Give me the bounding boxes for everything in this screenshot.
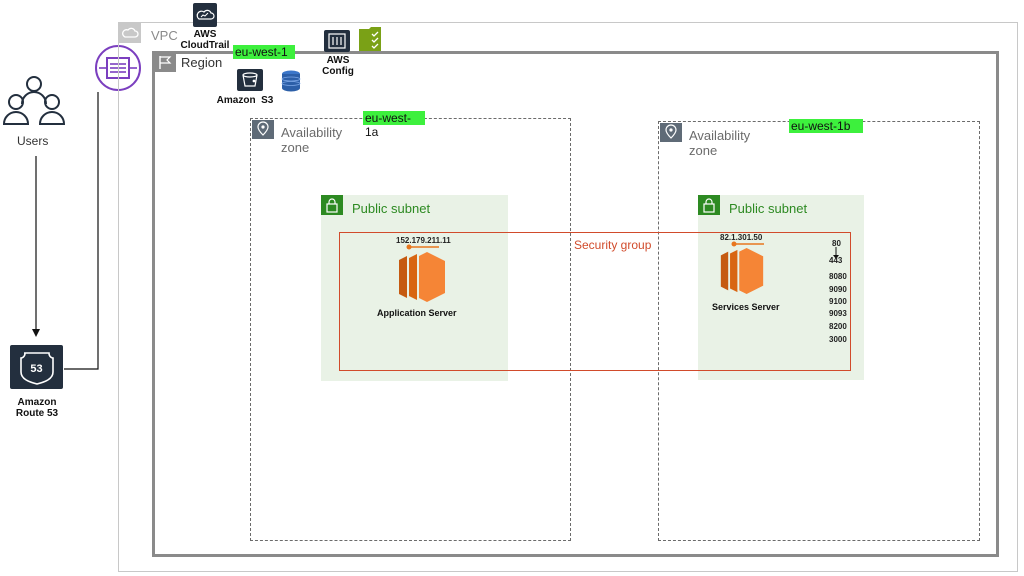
subnet-a-lock-icon (321, 195, 343, 215)
config-checklist-icon[interactable] (357, 26, 383, 52)
cloudtrail-label-line2: CloudTrail (180, 40, 230, 51)
app-server-ip: 152.179.211.11 (396, 236, 451, 245)
users-label: Users (17, 134, 49, 148)
region-tag: eu-west-1 (233, 45, 295, 59)
az-b-tag: eu-west-1b (789, 119, 863, 133)
region-container (152, 51, 999, 557)
route53-label: Amazon Route 53 (6, 397, 68, 419)
ec2-instance-icon-services[interactable] (719, 248, 765, 294)
port-item: 80 (832, 239, 841, 248)
cloudtrail-label-line1: AWS (193, 29, 217, 40)
s3-bucket-icon[interactable] (237, 69, 263, 91)
subnet-b-lock-icon (698, 195, 720, 215)
vpc-cloud-icon (119, 23, 141, 43)
port-arrow-icon (832, 247, 840, 259)
route53-badge: 53 (30, 363, 42, 375)
az-a-label-line1: Availability (281, 125, 343, 140)
route53-label-line2: Route 53 (15, 408, 59, 419)
port-item: 8200 (829, 322, 847, 331)
services-server-label: Services Server (712, 302, 780, 312)
app-server-label: Application Server (377, 308, 457, 318)
users-icon (2, 74, 66, 130)
database-icon[interactable] (281, 70, 301, 92)
users-to-route53-arrow (30, 156, 42, 340)
security-group-label: Security group (574, 238, 652, 252)
services-server-ip: 82.1.301.50 (720, 233, 763, 242)
config-label-line1: AWS (326, 55, 350, 66)
az-b-label-line2: zone (689, 143, 718, 158)
cloudtrail-label: AWS CloudTrail (176, 29, 234, 51)
security-group (339, 232, 851, 371)
vpc-container (118, 22, 1018, 572)
cloudtrail-icon[interactable] (193, 3, 217, 27)
port-item: 443 (829, 256, 843, 265)
config-icon[interactable] (324, 30, 350, 52)
az-b-pin-icon (660, 123, 682, 142)
port-item: 3000 (829, 335, 847, 344)
route53-label-line1: Amazon (17, 397, 57, 408)
az-a-tag: eu-west-1a (363, 111, 425, 139)
az-b-label: Availability zone (689, 128, 750, 158)
services-server-ip-marker (730, 241, 764, 247)
config-label: AWS Config (316, 55, 360, 77)
port-item: 9100 (829, 297, 847, 306)
port-item: 9093 (829, 309, 847, 318)
port-item: 8080 (829, 272, 847, 281)
app-server-ip-marker (405, 244, 439, 250)
config-label-line2: Config (322, 66, 354, 77)
route53-icon[interactable]: 53 (10, 345, 63, 389)
s3-label: Amazon S3 (216, 95, 274, 106)
ec2-instance-icon-app[interactable] (399, 252, 445, 302)
region-label: Region (181, 55, 223, 70)
region-flag-icon (154, 53, 176, 72)
subnet-a-label: Public subnet (352, 201, 431, 216)
route53-to-gateway-connector (64, 92, 104, 374)
az-a-label-line2: zone (281, 140, 310, 155)
subnet-b-label: Public subnet (729, 201, 808, 216)
az-b-label-line1: Availability (689, 128, 751, 143)
port-item: 9090 (829, 285, 847, 294)
az-a-label: Availability zone (281, 125, 342, 155)
vpc-label: VPC (151, 28, 178, 43)
az-a-pin-icon (252, 120, 274, 139)
